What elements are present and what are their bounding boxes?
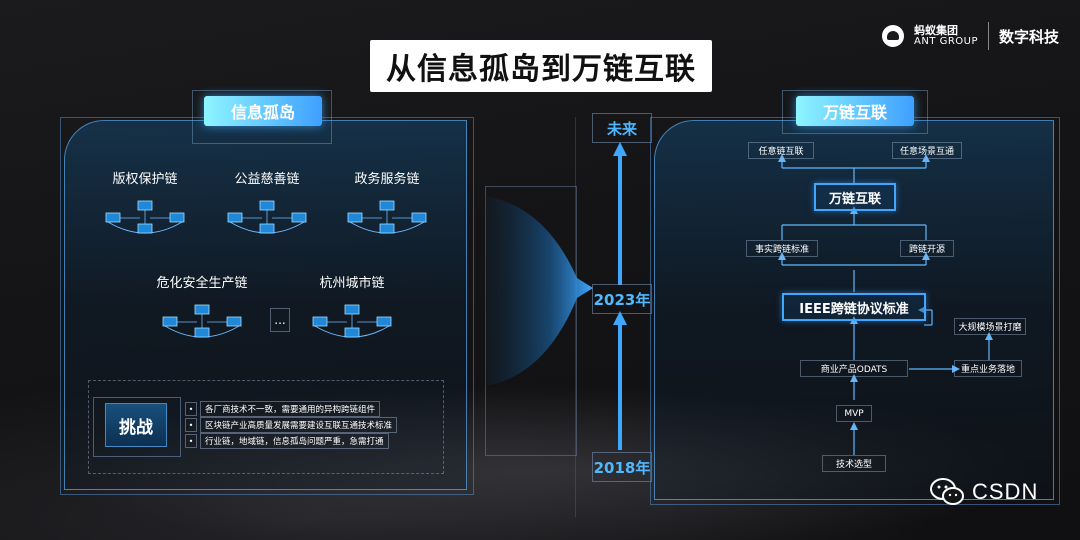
timeline-2018: 2018年: [592, 452, 652, 482]
challenge-bullet: • 各厂商技术不一致，需要通用的异构跨链组件: [185, 401, 381, 417]
challenge-label: 挑战: [105, 403, 167, 447]
timeline-2023: 2023年: [592, 284, 652, 314]
right-panel-tag: 万链互联: [796, 96, 914, 126]
left-panel-tag: 信息孤岛: [204, 96, 322, 126]
chain-label: 政务服务链: [354, 172, 420, 187]
node-tech-selection: 技术选型: [822, 455, 886, 472]
chain-node-cluster: [347, 200, 427, 234]
watermark-text: CSDN: [972, 479, 1039, 504]
more-chains-ellipsis: ...: [270, 308, 290, 332]
right-tag-frame: [782, 90, 928, 134]
chain-node-cluster: [312, 304, 392, 338]
challenge-area: [88, 380, 444, 474]
chain-node-cluster: [105, 200, 185, 234]
timeline-arrows: [613, 142, 627, 450]
brand-division: 数字科技: [999, 27, 1060, 46]
bullet-text: 区块链产业高质量发展需要建设互联互通技术标准: [200, 417, 398, 433]
chain-label: 公益慈善链: [234, 172, 300, 187]
bullet-mark: •: [185, 418, 197, 432]
brand-logo: 蚂蚁集团 ANT GROUP 数字科技: [882, 22, 1059, 50]
bullet-mark: •: [185, 402, 197, 416]
chain-label: 危化安全生产链: [156, 276, 248, 291]
challenge-bullet: • 行业链，地域链，信息孤岛问题严重，急需打通: [185, 433, 389, 449]
chain-label: 版权保护链: [112, 172, 178, 187]
left-tag-frame: [192, 90, 332, 144]
slide-title: 从信息孤岛到万链互联: [370, 40, 712, 92]
wechat-icon: [930, 478, 964, 505]
brand-cn: 蚂蚁集团: [914, 23, 958, 37]
bullet-mark: •: [185, 434, 197, 448]
bullet-text: 行业链，地域链，信息孤岛问题严重，急需打通: [200, 433, 389, 449]
node-odats: 商业产品ODATS: [800, 360, 908, 377]
chain-node-cluster: [162, 304, 242, 338]
wechat-watermark: CSDN: [930, 478, 1038, 506]
flow-connectors: [778, 154, 993, 455]
convergence-funnel: [485, 196, 593, 386]
brand-en: ANT GROUP: [914, 35, 979, 47]
funnel-guide: [575, 117, 587, 517]
challenge-bullet: • 区块链产业高质量发展需要建设互联互通技术标准: [185, 417, 398, 433]
node-any-scene: 任意场景互通: [892, 142, 962, 159]
node-any-chain: 任意链互联: [748, 142, 814, 159]
chain-node-cluster: [227, 200, 307, 234]
ant-logo-icon: [882, 25, 904, 47]
node-mvp: MVP: [836, 405, 872, 422]
bullet-text: 各厂商技术不一致，需要通用的异构跨链组件: [200, 401, 381, 417]
challenge-outline: [93, 397, 181, 457]
node-de-facto-standard: 事实跨链标准: [746, 240, 818, 257]
node-wan-lian: 万链互联: [814, 183, 896, 211]
node-key-business: 重点业务落地: [954, 360, 1022, 377]
chain-label: 杭州城市链: [319, 276, 385, 291]
brand-divider: [988, 22, 990, 50]
node-open-source: 跨链开源: [900, 240, 954, 257]
timeline-future: 未来: [592, 113, 652, 143]
node-large-scale: 大规模场景打磨: [954, 318, 1026, 335]
node-ieee-standard: IEEE跨链协议标准: [782, 293, 926, 321]
